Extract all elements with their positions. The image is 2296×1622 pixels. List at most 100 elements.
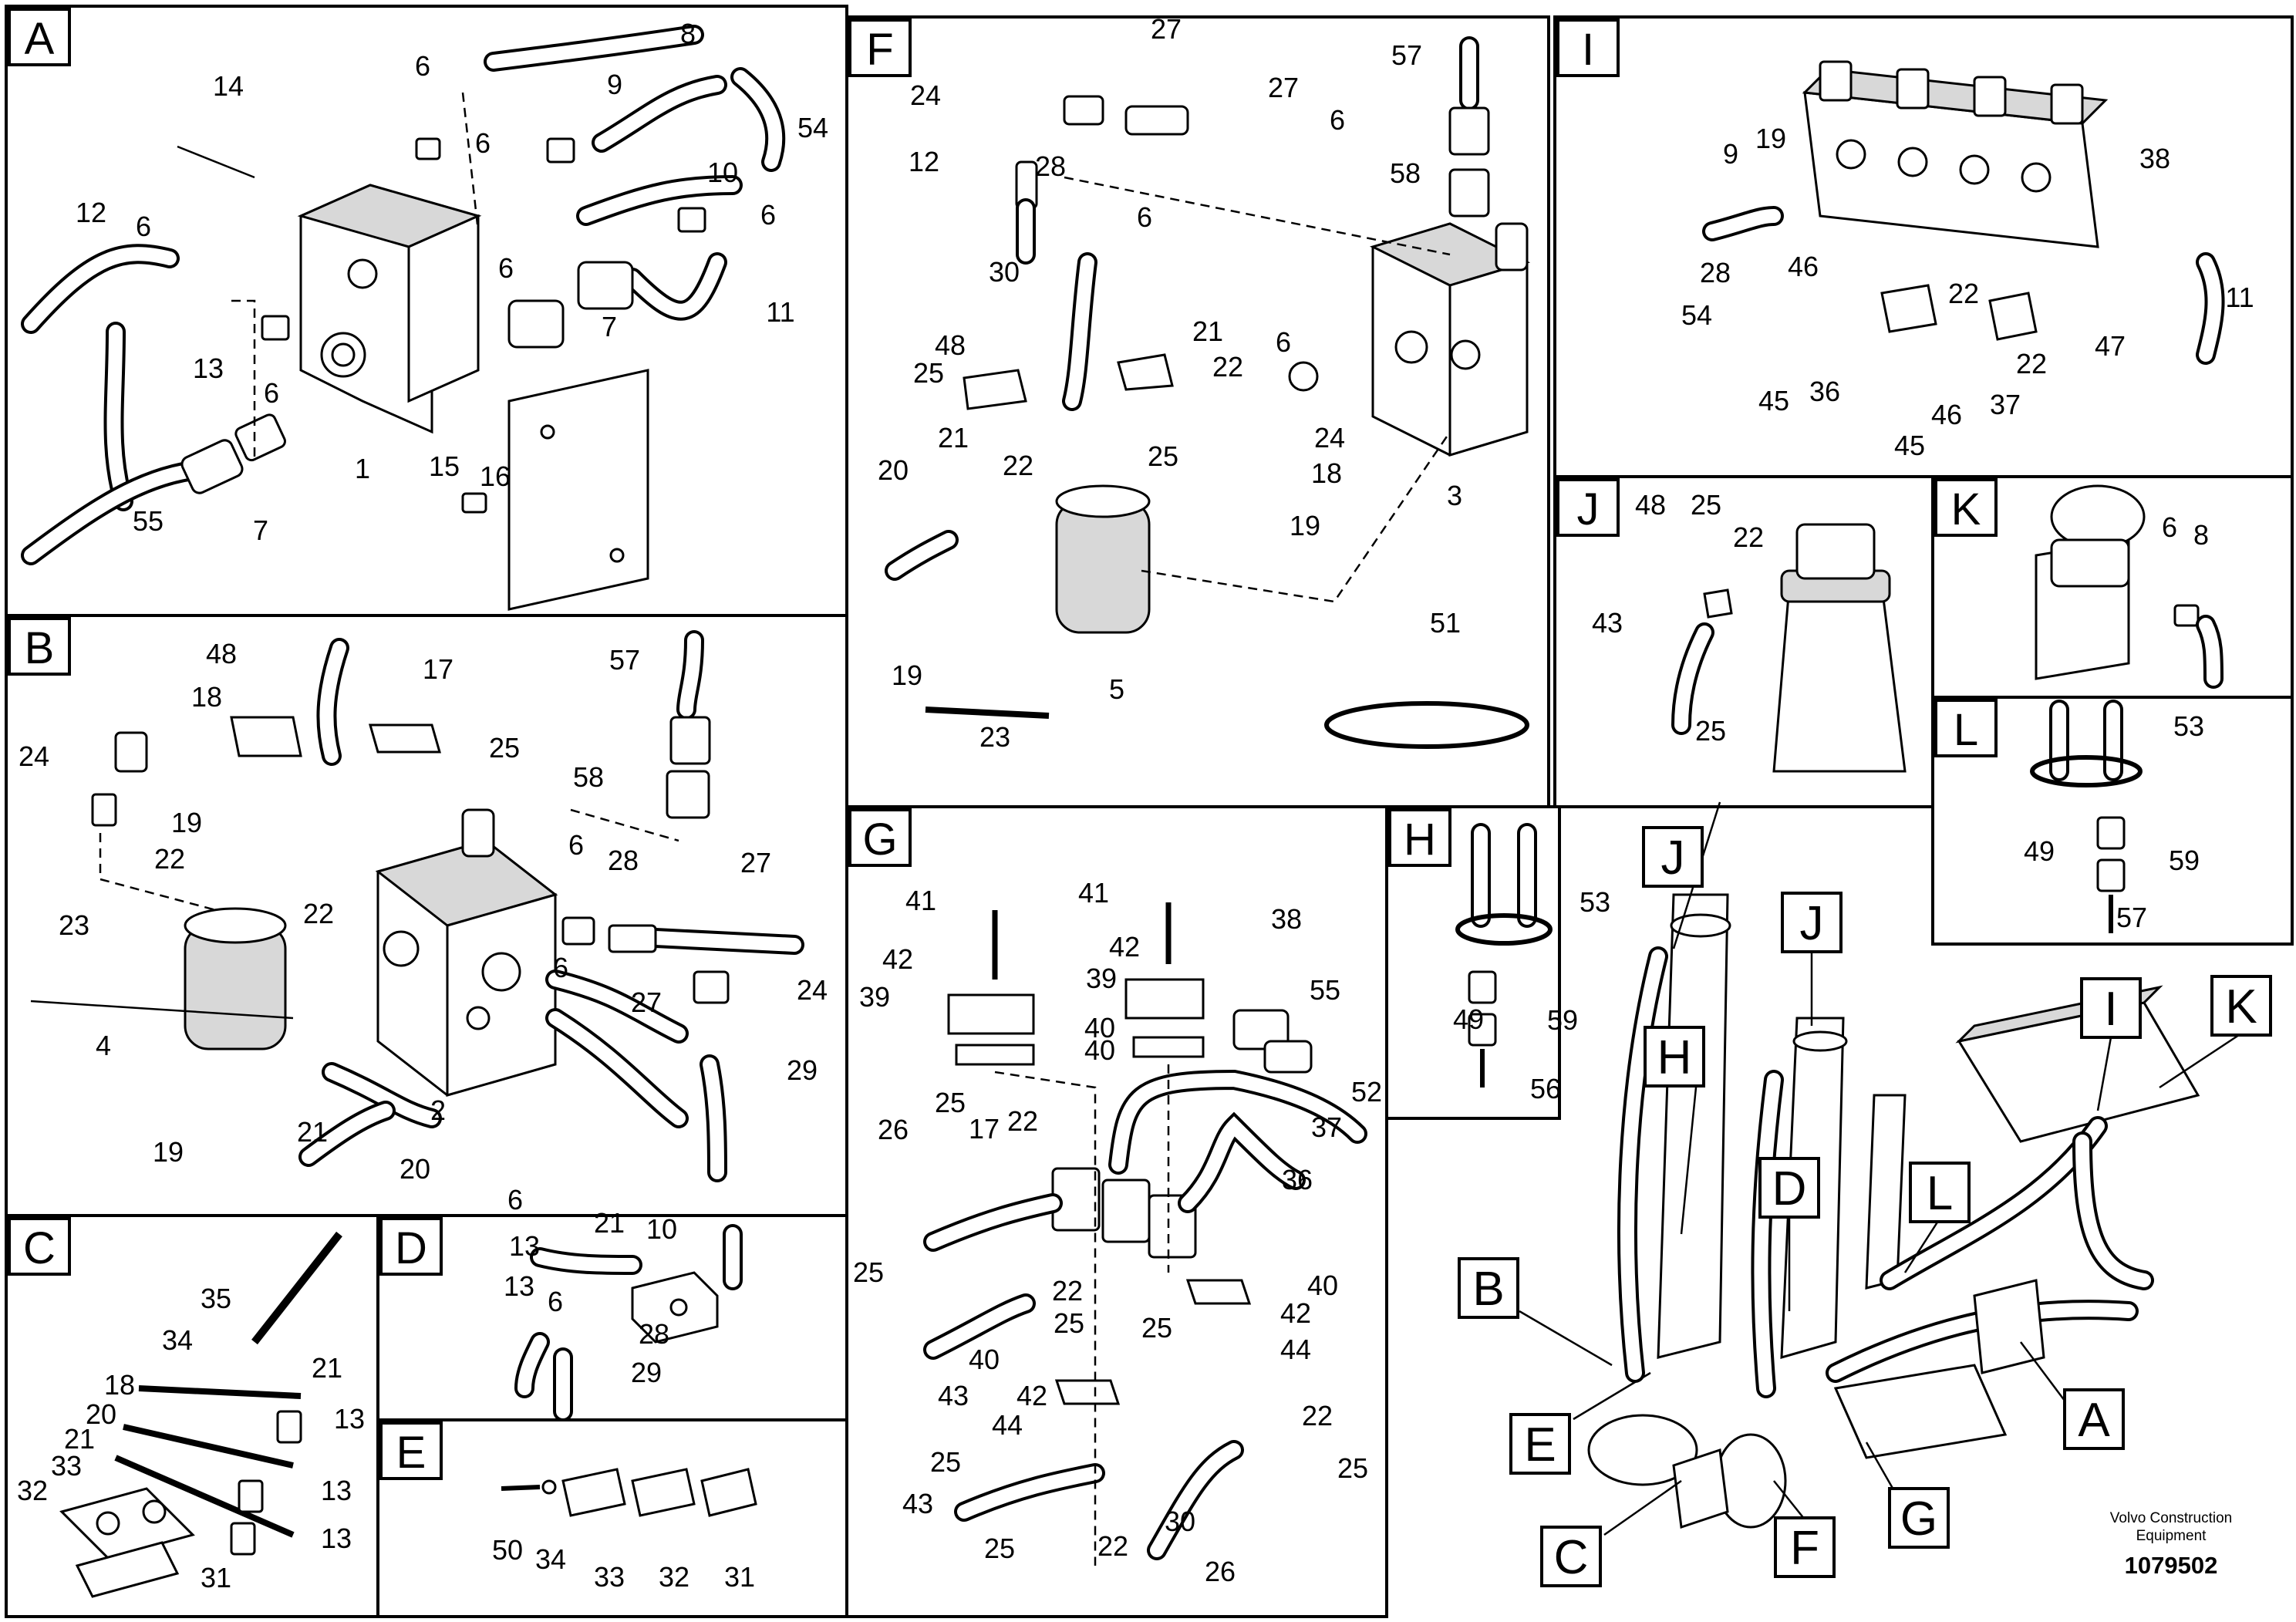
- panel-c-drawing: [59, 1231, 342, 1598]
- callout-number: 40: [1307, 1270, 1338, 1301]
- callout-number: 22: [154, 843, 185, 875]
- callout-number: 31: [201, 1562, 231, 1593]
- callout-number: 40: [1084, 1034, 1115, 1066]
- callout-number: 43: [902, 1488, 933, 1519]
- callout-number: 22: [1097, 1530, 1128, 1562]
- callout-number: 27: [631, 986, 662, 1018]
- callout-number: 10: [707, 157, 738, 188]
- panel-b-drawing: [30, 630, 804, 1182]
- overview-marker-letter: L: [1927, 1167, 1953, 1220]
- callout-number: 35: [201, 1283, 231, 1314]
- overview-marker-e: E: [1509, 1413, 1571, 1475]
- callout-number: 18: [104, 1369, 135, 1401]
- overview-marker-letter: C: [1554, 1531, 1589, 1584]
- callout-number: 7: [602, 311, 617, 342]
- callout-number: 11: [766, 296, 794, 328]
- callout-number: 8: [2193, 519, 2209, 551]
- callout-number: 6: [264, 377, 279, 409]
- callout-number: 13: [321, 1475, 352, 1506]
- callout-number: 47: [2095, 330, 2126, 362]
- callout-number: 21: [64, 1423, 95, 1455]
- callout-number: 22: [1052, 1275, 1083, 1307]
- callout-number: 23: [59, 909, 89, 941]
- callout-number: 53: [1580, 886, 1610, 918]
- callout-number: 13: [504, 1270, 534, 1302]
- callout-number: 6: [1137, 201, 1152, 233]
- callout-number: 20: [878, 454, 909, 486]
- callout-number: 39: [1086, 963, 1117, 994]
- callout-number: 22: [303, 898, 334, 929]
- callout-number: 30: [1165, 1506, 1195, 1537]
- overview-marker-letter: G: [1900, 1492, 1937, 1546]
- panel-letter: H: [1404, 814, 1436, 865]
- callout-number: 13: [321, 1523, 352, 1554]
- callout-number: 21: [594, 1207, 625, 1239]
- callout-number: 2: [430, 1094, 446, 1126]
- callout-number: 1: [355, 453, 370, 484]
- callout-number: 25: [984, 1533, 1015, 1564]
- callout-number: 22: [2016, 348, 2047, 379]
- callout-number: 9: [1723, 138, 1738, 170]
- callout-number: 37: [1990, 389, 2021, 420]
- callout-number: 25: [930, 1446, 961, 1478]
- panel-j-drawing: [1671, 523, 1907, 773]
- panel-label-e: E: [379, 1421, 443, 1480]
- panel-letter: A: [25, 14, 55, 64]
- overview-marker-j: J: [1642, 826, 1704, 888]
- callout-number: 42: [1280, 1297, 1311, 1329]
- callout-number: 25: [853, 1256, 884, 1288]
- callout-number: 18: [1311, 457, 1342, 489]
- callout-number: 6: [136, 211, 151, 242]
- overview-marker-letter: J: [1800, 897, 1824, 950]
- callout-number: 26: [1205, 1556, 1236, 1587]
- drawing-number: 1079502: [2125, 1552, 2218, 1579]
- callout-number: 24: [797, 974, 828, 1006]
- callout-number: 44: [1280, 1334, 1311, 1365]
- callout-number: 19: [171, 807, 202, 838]
- panel-i-drawing: [1702, 60, 2225, 365]
- callout-number: 17: [969, 1113, 1000, 1145]
- callout-number: 58: [1390, 157, 1421, 189]
- panel-label-h: H: [1388, 808, 1451, 867]
- callout-number: 25: [1695, 715, 1726, 747]
- panel-label-c: C: [8, 1217, 71, 1276]
- callout-number: 53: [2173, 710, 2204, 742]
- callout-number: 40: [969, 1344, 1000, 1375]
- callout-number: 6: [568, 829, 584, 861]
- callout-number: 28: [1035, 150, 1066, 182]
- callout-number: 21: [1192, 315, 1223, 347]
- callout-number: 57: [1391, 39, 1422, 71]
- callout-number: 20: [86, 1398, 116, 1430]
- overview-marker-c: C: [1540, 1526, 1602, 1587]
- callout-number: 32: [659, 1561, 689, 1593]
- callout-number: 6: [1276, 326, 1291, 358]
- overview-marker-letter: A: [2078, 1394, 2110, 1447]
- panel-label-i: I: [1556, 19, 1620, 77]
- callout-number: 29: [631, 1357, 662, 1388]
- callout-number: 25: [1141, 1312, 1172, 1344]
- callout-number: 48: [206, 638, 237, 669]
- callout-number: 25: [913, 357, 944, 389]
- callout-number: 6: [415, 50, 430, 82]
- callout-number: 22: [1003, 450, 1033, 481]
- overview-marker-a: A: [2063, 1388, 2125, 1450]
- callout-number: 20: [400, 1153, 430, 1185]
- callout-number: 6: [1330, 104, 1345, 136]
- overview-marker-b: B: [1458, 1257, 1519, 1319]
- callout-number: 46: [1788, 251, 1819, 282]
- callout-number: 25: [1691, 489, 1721, 521]
- panel-letter: K: [1951, 484, 1981, 534]
- overview-marker-i: I: [2080, 977, 2142, 1039]
- callout-number: 36: [1809, 376, 1840, 407]
- panel-k-drawing: [2035, 484, 2224, 689]
- callout-number: 22: [1007, 1105, 1038, 1137]
- panel-h-drawing: [1455, 823, 1553, 1088]
- callout-number: 22: [1302, 1400, 1333, 1431]
- callout-number: 19: [1290, 510, 1320, 541]
- overview-marker-d: D: [1758, 1157, 1820, 1219]
- callout-number: 12: [76, 197, 106, 228]
- callout-number: 33: [594, 1561, 625, 1593]
- overview-marker-g: G: [1888, 1487, 1950, 1549]
